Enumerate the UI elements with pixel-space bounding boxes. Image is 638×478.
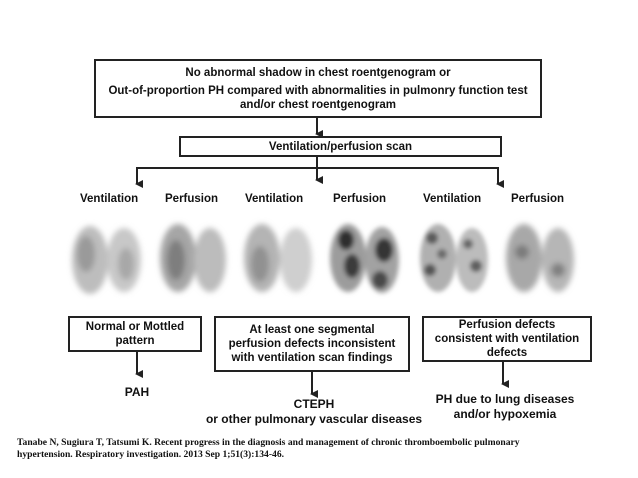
- top-box-line3: and/or chest roentgenogram: [240, 98, 396, 111]
- finding-matched-line3: defects: [486, 347, 528, 359]
- citation-line2: hypertension. Respiratory investigation.…: [17, 449, 285, 460]
- scan-label-perfusion-3: Perfusion: [511, 193, 565, 205]
- finding-segmental-line1: At least one segmental: [249, 324, 375, 336]
- finding-segmental-line3: with ventilation scan findings: [231, 352, 393, 364]
- finding-matched-line1: Perfusion defects: [458, 319, 556, 331]
- lung-scan-image-3: [244, 224, 312, 292]
- outcome-pah: PAH: [100, 385, 174, 400]
- finding-segmental-line2: perfusion defects inconsistent: [228, 338, 396, 350]
- finding-matched-line2: consistent with ventilation: [434, 333, 580, 345]
- citation-line1: Tanabe N, Sugiura T, Tatsumi K. Recent p…: [17, 437, 520, 448]
- scan-label-ventilation-1: Ventilation: [80, 193, 139, 205]
- scan-label-perfusion-1: Perfusion: [165, 193, 219, 205]
- finding-box-normal: Normal or Mottled pattern: [68, 316, 202, 352]
- outcome-lung-line1: PH due to lung diseases: [435, 392, 575, 406]
- finding-box-matched: Perfusion defects consistent with ventil…: [422, 316, 592, 362]
- vq-scan-box: Ventilation/perfusion scan: [179, 136, 502, 157]
- finding-normal-line1: Normal or Mottled: [85, 321, 185, 333]
- vq-scan-label: Ventilation/perfusion scan: [268, 140, 413, 153]
- outcome-cteph-line2: or other pulmonary vascular diseases: [205, 412, 423, 426]
- outcome-pah-label: PAH: [124, 385, 150, 399]
- citation: Tanabe N, Sugiura T, Tatsumi K. Recent p…: [17, 437, 617, 461]
- top-criteria-box: No abnormal shadow in chest roentgenogra…: [94, 59, 542, 118]
- top-box-line1: No abnormal shadow in chest roentgenogra…: [185, 66, 451, 79]
- lung-scan-image-4: [330, 224, 399, 293]
- lung-scan-image-2: [160, 224, 226, 292]
- lung-scan-image-1: [72, 226, 141, 294]
- outcome-cteph-line1: CTEPH: [293, 397, 335, 411]
- outcome-lung-disease: PH due to lung diseases and/or hypoxemia: [420, 392, 590, 422]
- top-box-line2: Out-of-proportion PH compared with abnor…: [108, 84, 528, 97]
- lung-scan-image-6: [506, 224, 574, 292]
- outcome-lung-line2: and/or hypoxemia: [453, 407, 557, 421]
- finding-box-segmental: At least one segmental perfusion defects…: [214, 316, 410, 372]
- scan-label-ventilation-2: Ventilation: [245, 193, 304, 205]
- outcome-cteph: CTEPH or other pulmonary vascular diseas…: [196, 397, 432, 427]
- scan-label-ventilation-3: Ventilation: [423, 193, 482, 205]
- lung-scan-image-5: [420, 224, 488, 292]
- branch-bar: [136, 167, 499, 182]
- finding-normal-line2: pattern: [115, 335, 155, 347]
- scan-label-perfusion-2: Perfusion: [333, 193, 387, 205]
